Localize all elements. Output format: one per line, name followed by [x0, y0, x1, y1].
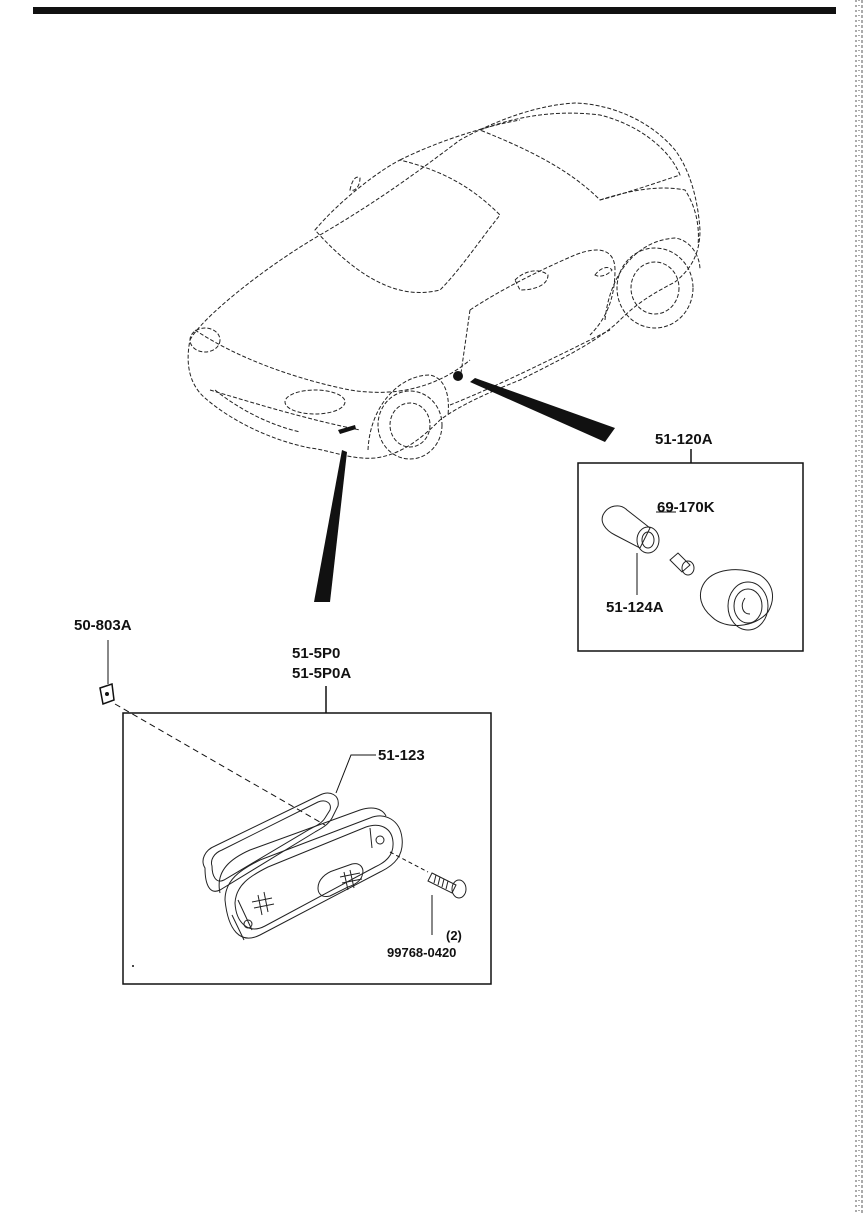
label-screw-qty: (2) — [446, 928, 462, 943]
lamp-box — [122, 712, 492, 985]
label-51-123: 51-123 — [378, 747, 425, 764]
lens-part — [699, 569, 773, 631]
gasket-leader — [335, 754, 376, 794]
header-rule — [33, 7, 836, 14]
car-illustration — [187, 102, 701, 460]
side-marker-location — [338, 425, 356, 434]
screw-dashed-line — [389, 851, 429, 873]
label-50-803A: 50-803A — [74, 617, 132, 634]
bulb-location-dot — [453, 371, 463, 381]
label-51-5P0A: 51-5P0A — [292, 665, 351, 682]
socket-part — [601, 505, 660, 554]
clip-hole — [105, 692, 109, 696]
label-51-5P0: 51-5P0 — [292, 645, 340, 662]
label-51-120A: 51-120A — [655, 431, 713, 448]
speck — [132, 965, 134, 967]
page-edge-texture — [855, 0, 863, 1214]
bulb-part — [669, 552, 695, 576]
callout-wedge-bulb — [470, 378, 615, 442]
bulb-socket-box — [577, 462, 804, 652]
label-99768-0420: 99768-0420 — [387, 945, 456, 960]
screw-part — [427, 872, 467, 899]
callout-wedge-marker — [314, 450, 347, 602]
label-69-170K: 69-170K — [657, 499, 715, 516]
clip-assembly-line — [114, 703, 326, 826]
label-51-124A: 51-124A — [606, 599, 664, 616]
lens-assembly-part — [218, 807, 403, 941]
